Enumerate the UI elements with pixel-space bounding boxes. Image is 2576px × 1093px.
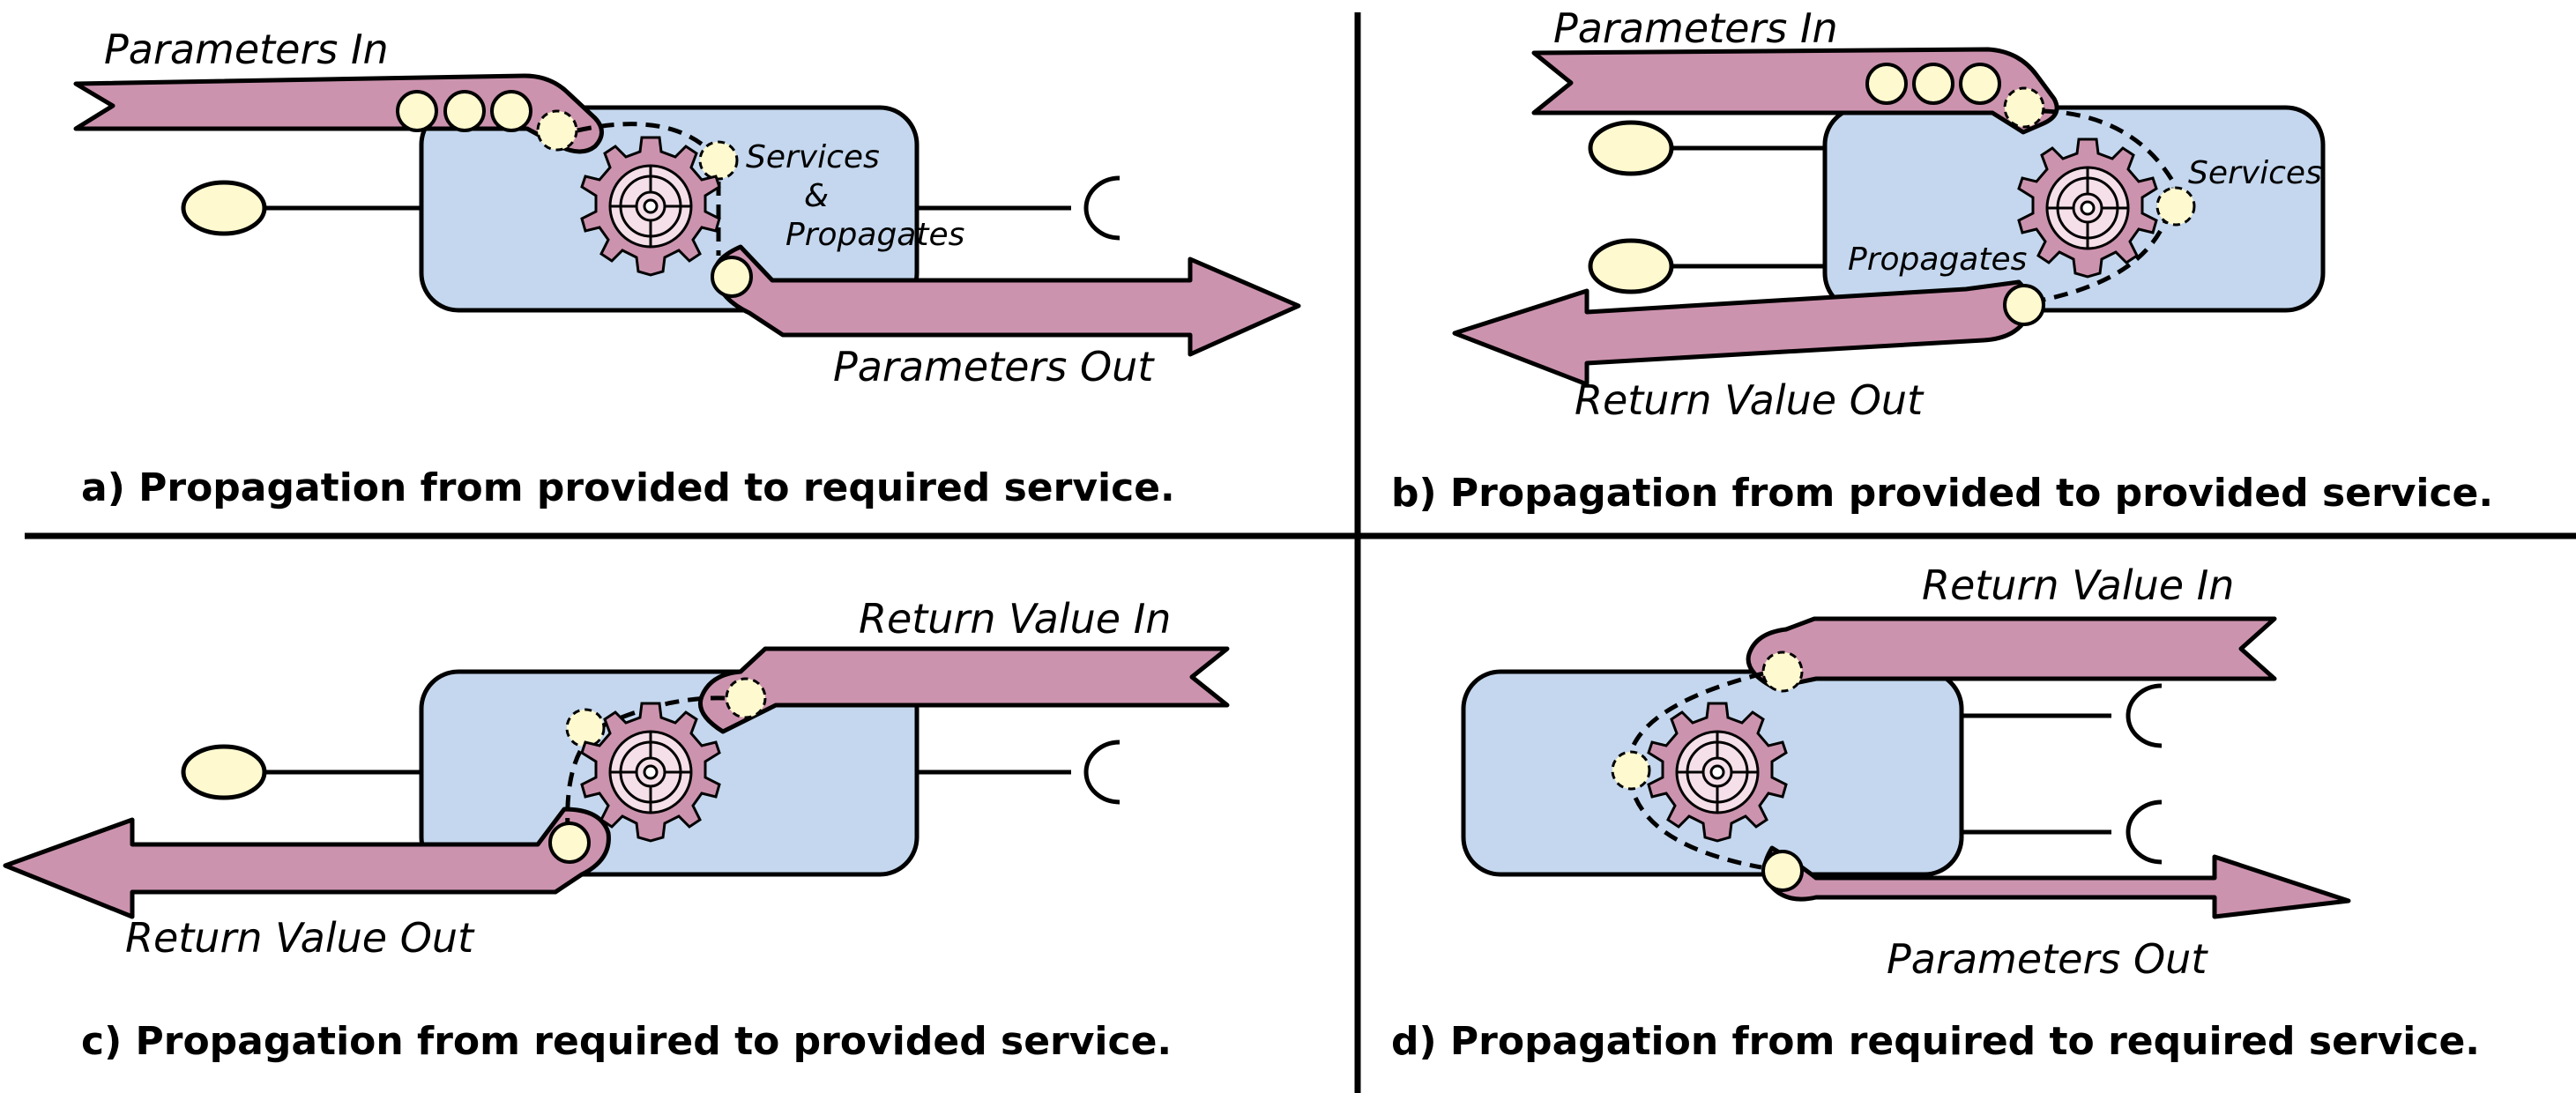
- label-a-services: Services: [746, 139, 880, 175]
- label-d-out: Parameters Out: [1887, 935, 2208, 983]
- parameter-token: [1865, 63, 1908, 105]
- entry-ghost-token: [2003, 86, 2045, 129]
- panel-d: Return Value In Parameters Out d) Propag…: [1391, 561, 2480, 1064]
- return-value-in-band: [698, 646, 1230, 734]
- lollipop-provided-interface-icon: [1588, 238, 1674, 294]
- service-ghost-token: [698, 140, 739, 181]
- label-a-amp: &: [804, 178, 829, 214]
- caption-c: c) Propagation from required to provided…: [81, 1019, 1172, 1064]
- label-c-in: Return Value In: [859, 595, 1171, 643]
- propagated-token: [2003, 284, 2045, 326]
- label-b-out: Return Value Out: [1575, 376, 1925, 424]
- caption-d: d) Propagation from required to required…: [1391, 1019, 2480, 1064]
- panel-c: Return Value In Return Value Out c) Prop…: [3, 595, 1230, 1064]
- label-b-propagates: Propagates: [1848, 242, 2027, 278]
- socket-required-interface-icon: [1083, 175, 1120, 241]
- parameter-token: [396, 90, 438, 132]
- flow-path: [577, 122, 721, 256]
- lollipop-provided-interface-icon: [181, 180, 267, 236]
- parameter-token: [443, 90, 486, 132]
- propagated-token: [711, 256, 753, 298]
- label-a-in: Parameters In: [104, 26, 389, 73]
- entry-ghost-token: [536, 109, 578, 152]
- entry-ghost-token: [725, 677, 767, 719]
- panel-b: Parameters In Return Value Out Services …: [1391, 4, 2493, 516]
- panel-a: Parameters In Parameters Out Services & …: [73, 26, 1301, 510]
- label-b-services: Services: [2188, 155, 2322, 191]
- propagated-token: [548, 822, 591, 864]
- service-ghost-token: [1611, 750, 1651, 791]
- label-a-out: Parameters Out: [833, 343, 1155, 390]
- propagated-token: [1761, 850, 1804, 892]
- socket-required-interface-icon: [2126, 683, 2163, 748]
- socket-required-interface-icon: [2126, 799, 2163, 865]
- lollipop-provided-interface-icon: [181, 744, 267, 800]
- label-d-in: Return Value In: [1922, 561, 2234, 609]
- socket-required-interface-icon: [1083, 740, 1120, 805]
- parameter-token: [1959, 63, 2001, 105]
- caption-a: a) Propagation from provided to required…: [81, 465, 1175, 510]
- caption-b: b) Propagation from provided to provided…: [1391, 471, 2493, 516]
- entry-ghost-token: [1761, 651, 1804, 693]
- service-ghost-token: [2155, 186, 2196, 227]
- label-b-in: Parameters In: [1553, 4, 1838, 52]
- flow-path: [2043, 108, 2177, 302]
- return-value-out-arrow: [1452, 279, 2032, 387]
- lollipop-provided-interface-icon: [1588, 120, 1674, 176]
- parameter-token: [490, 90, 532, 132]
- label-c-out: Return Value Out: [125, 914, 475, 962]
- parameter-token: [1912, 63, 1954, 105]
- return-value-in-band: [1746, 616, 2277, 690]
- return-value-out-arrow: [3, 807, 611, 919]
- label-a-propagates: Propagates: [785, 217, 964, 253]
